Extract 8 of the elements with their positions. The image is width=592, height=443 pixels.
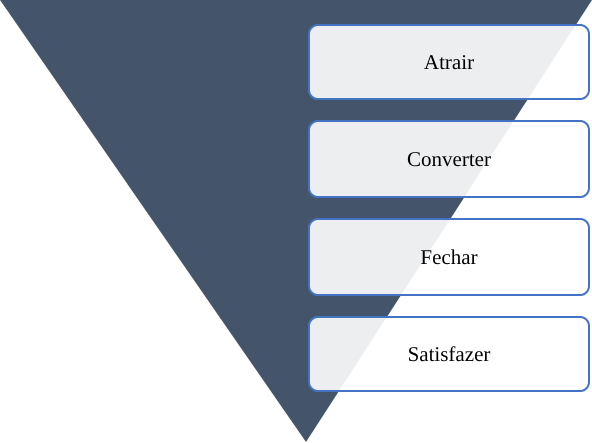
stage-label: Satisfazer [408, 342, 490, 366]
stage-label: Converter [407, 146, 491, 172]
stage-label: Atrair [424, 50, 474, 74]
stage-box [308, 316, 590, 392]
stage-box [308, 120, 590, 198]
stage-box [308, 218, 590, 296]
stage-label: Fechar [420, 244, 478, 270]
stage-box [308, 24, 590, 100]
